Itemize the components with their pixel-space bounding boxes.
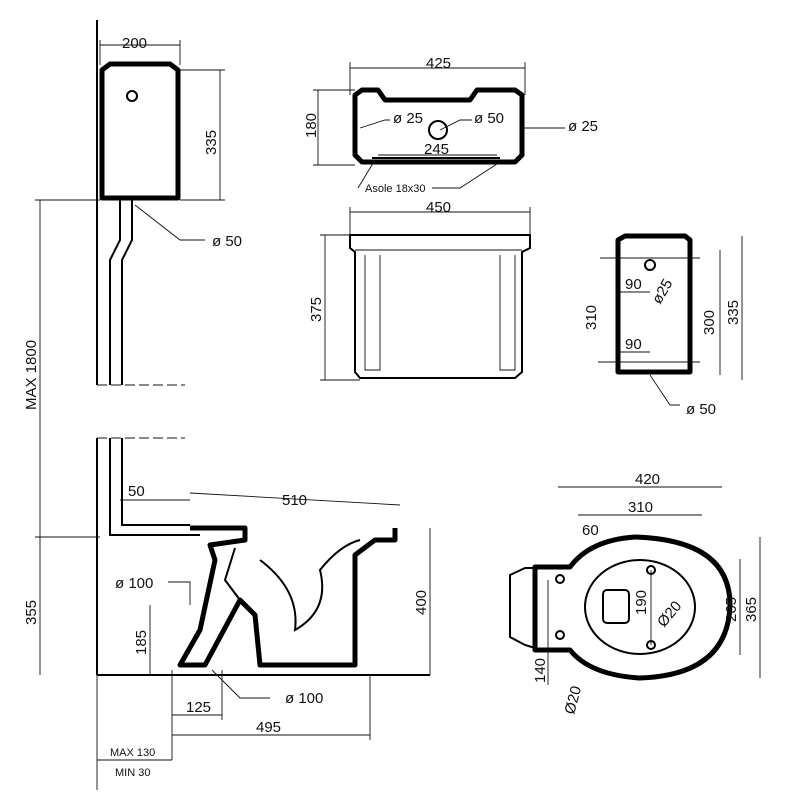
outlet-height-label: 185: [133, 630, 150, 655]
outlet-dia-label: ø 50: [686, 401, 716, 418]
hole-center-label: ø 50: [474, 110, 504, 127]
inlet-height-label: 310: [583, 305, 600, 330]
bowl-side-view: 50 510 400 ø 100 185 ø 100 125 495 MAX 1…: [96, 384, 431, 790]
hole-dia-label: Ø20: [654, 598, 685, 631]
outlet-dia-label: ø 100: [285, 690, 323, 707]
min-wall-label: MIN 30: [115, 767, 150, 779]
tank-outlet-label: ø 50: [212, 233, 242, 250]
max-wall-label: MAX 130: [110, 747, 155, 759]
slots-label: Asole 18x30: [365, 183, 426, 195]
tank-top-width-label: 425: [426, 55, 451, 72]
tank-height-label: 335: [203, 130, 220, 155]
inlet-dia-label: ø 100: [115, 575, 153, 592]
bowl-depth-label: 495: [256, 719, 281, 736]
plan-inner-label: 310: [628, 499, 653, 516]
plan-offset-label: 60: [582, 522, 599, 539]
tank-width-label: 200: [122, 35, 147, 52]
inlet-offset-label: 50: [128, 483, 145, 500]
tank-front-view: 450 375: [308, 199, 531, 381]
tank-front-height-label: 375: [308, 297, 325, 322]
tank-depth-label: 180: [303, 113, 320, 138]
bowl-plan-view: 420 310 60 190 Ø20 265 365 140 Ø20: [509, 471, 761, 716]
bowl-length-label: 510: [282, 492, 307, 509]
hole-left-label: ø 25: [393, 110, 423, 127]
seat-width-label: 265: [723, 597, 740, 622]
tank-side-view: 200 335 ø 50: [99, 35, 242, 385]
outer-height-label: 335: [725, 300, 742, 325]
tank-front-width-label: 450: [426, 199, 451, 216]
slot-spacing-label: 245: [424, 141, 449, 158]
hole-right-label: ø 25: [568, 118, 598, 135]
tank-section-view: 90 ø25 310 300 335 90 ø 50: [583, 233, 743, 418]
outlet-offset-label: 90: [625, 336, 642, 353]
inlet-dia-label: ø25: [649, 276, 677, 307]
tank-top-view: 425 180 ø 25 ø 50 ø 25 245 Asole 18x30: [303, 55, 598, 195]
fixing-spacing-label: 140: [532, 658, 549, 683]
outlet-offset-label: 125: [186, 699, 211, 716]
hole-spacing-label: 190: [633, 590, 650, 615]
max-height-label: MAX 1800: [23, 340, 40, 410]
bowl-total-height-label: 355: [23, 600, 40, 625]
bowl-height-label: 400: [413, 590, 430, 615]
fixing-dia-label: Ø20: [561, 684, 585, 716]
inner-height-label: 300: [701, 310, 718, 335]
plan-width-label: 420: [635, 471, 660, 488]
total-width-label: 365: [743, 597, 760, 622]
inlet-offset-label: 90: [625, 276, 642, 293]
